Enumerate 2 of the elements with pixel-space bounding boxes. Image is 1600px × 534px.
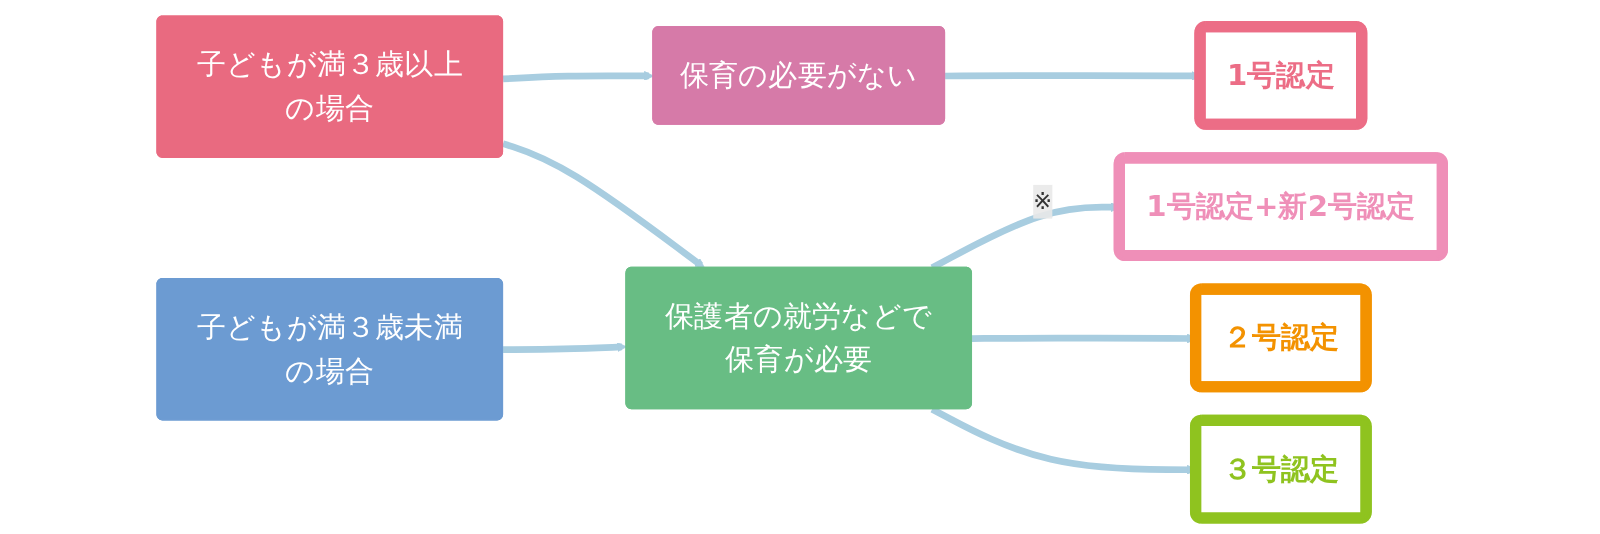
arrow	[502, 140, 706, 269]
edge-label: ※	[1033, 188, 1053, 216]
